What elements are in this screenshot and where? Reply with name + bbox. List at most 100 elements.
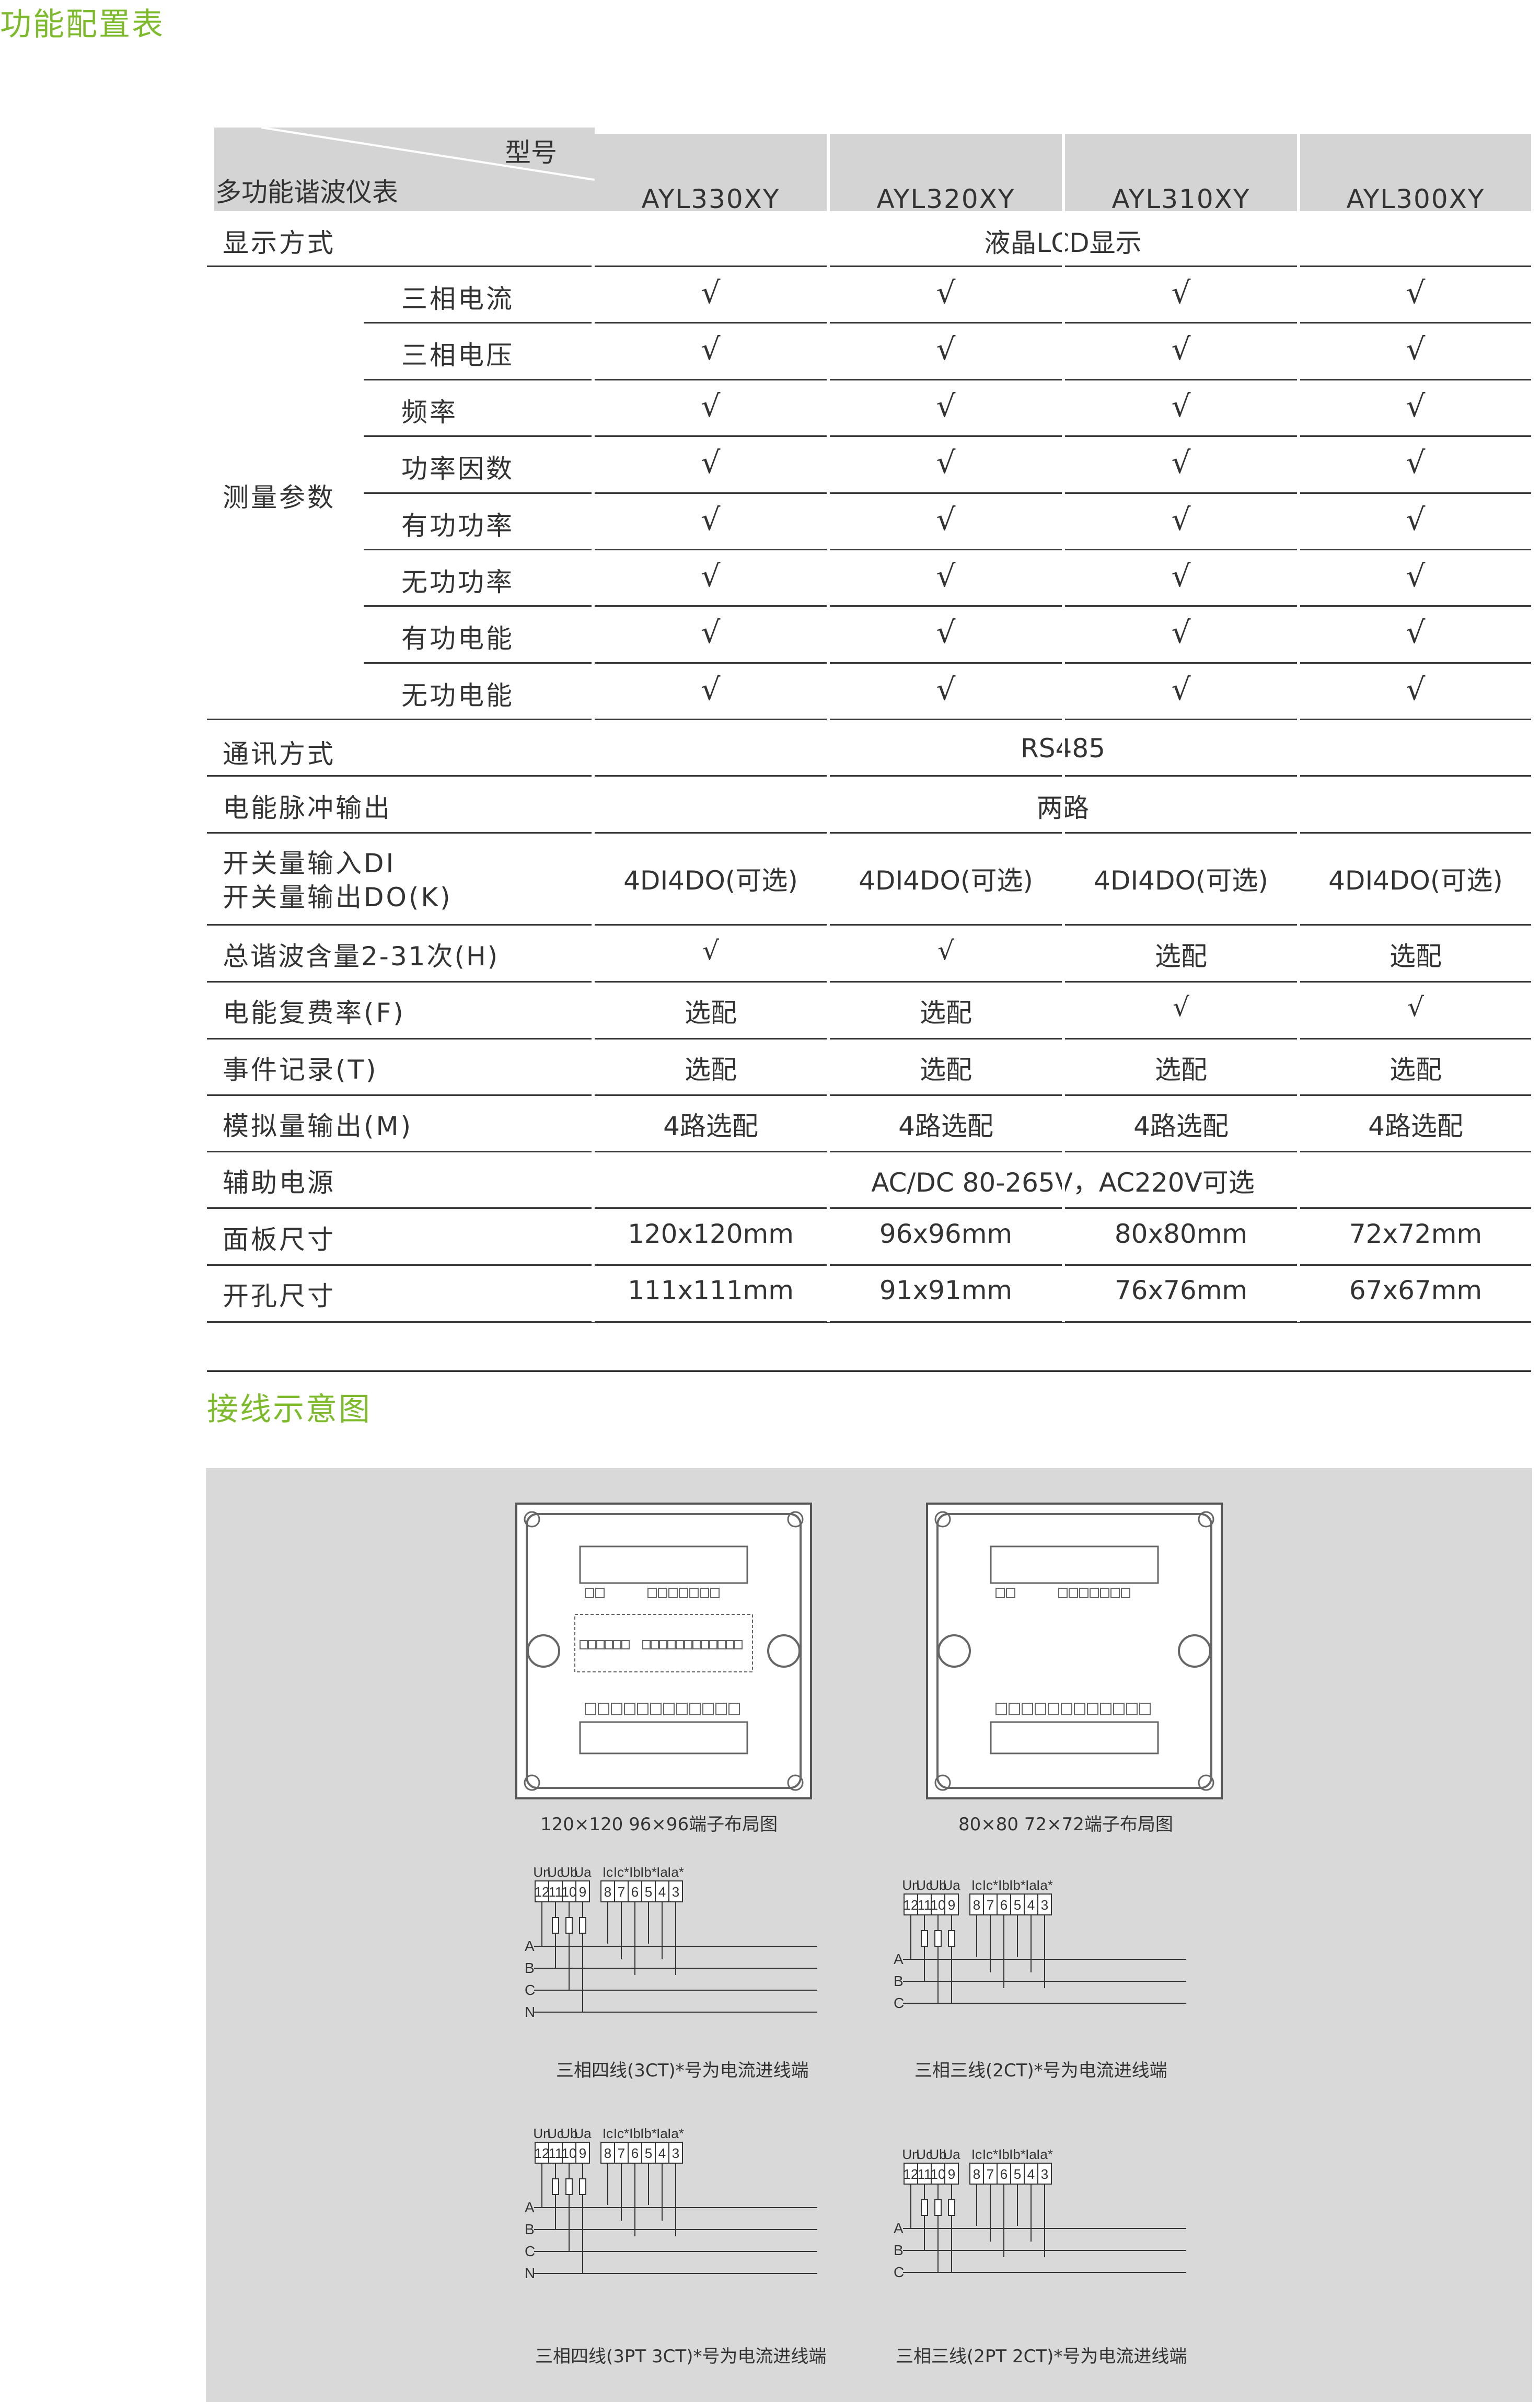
wiring-3-caption: 三相四线(3PT 3CT)*号为电流进线端: [535, 2346, 827, 2367]
event-value: 选配: [1390, 1055, 1442, 1085]
dido-value: 4DI4DO(可选): [859, 865, 1033, 896]
terminal-number: 12: [904, 2166, 919, 2182]
measure-item-label: 有功功率: [401, 510, 514, 541]
cutout-value: 67x67mm: [1349, 1275, 1483, 1306]
page-title: 功能配置表: [0, 6, 165, 43]
layout-large-caption: 120×120 96×96端子布局图: [540, 1814, 778, 1835]
terminal-number: 3: [1041, 2166, 1048, 2182]
phase-label: C: [894, 1995, 904, 2011]
measure-check: √: [1171, 558, 1191, 594]
terminal-number: 8: [973, 1897, 980, 1913]
row-label-analog: 模拟量输出(M): [223, 1111, 413, 1141]
current-label: Ia: [1025, 2146, 1037, 2162]
panel-value: 96x96mm: [879, 1219, 1013, 1249]
terminal-number: 10: [562, 2145, 577, 2161]
terminal-number: 5: [645, 1884, 652, 1900]
measure-check: √: [1171, 615, 1191, 651]
measure-item-label: 无功电能: [401, 680, 514, 711]
measure-check: √: [936, 558, 956, 594]
voltage-label: Ub: [560, 2126, 577, 2141]
measure-check: √: [1171, 331, 1191, 367]
voltage-label: Uc: [547, 1864, 564, 1880]
measure-check: √: [936, 331, 956, 367]
measure-check: √: [701, 501, 721, 537]
measure-check: √: [701, 388, 721, 424]
current-label: Ic*: [613, 2126, 629, 2141]
row-label-panel: 面板尺寸: [223, 1225, 335, 1255]
current-label: Ib: [998, 2146, 1010, 2162]
model-header: AYL320XY: [830, 128, 1062, 214]
voltage-label: Un: [533, 2126, 550, 2141]
current-label: Ia: [656, 2126, 668, 2141]
harmonic-value: √: [937, 936, 954, 966]
voltage-label: Ua: [943, 2146, 960, 2162]
layout-small-caption: 80×80 72×72端子布局图: [958, 1814, 1173, 1835]
current-label: Ic: [971, 1877, 982, 1893]
panel-value: 80x80mm: [1114, 1219, 1248, 1249]
current-label: Ib: [629, 2126, 641, 2141]
phase-label: A: [525, 2199, 535, 2215]
measure-check: √: [1171, 671, 1191, 707]
terminal-number: 9: [579, 2145, 586, 2161]
terminal-number: 6: [1000, 1897, 1008, 1913]
current-label: Ic*: [982, 2146, 998, 2162]
phase-label: N: [525, 2004, 535, 2017]
harmonic-value: √: [702, 936, 719, 966]
wiring-4-caption: 三相三线(2PT 2CT)*号为电流进线端: [896, 2346, 1187, 2367]
phase-label: B: [894, 2242, 904, 2258]
voltage-label: Ua: [574, 1864, 592, 1880]
section-divider: [207, 1370, 1531, 1372]
terminal-number: 8: [604, 1884, 611, 1900]
terminal-layout-large: [515, 1503, 812, 1799]
wiring-title: 接线示意图: [207, 1391, 372, 1428]
current-label: Ib*: [640, 1864, 657, 1880]
measure-check: √: [701, 331, 721, 367]
measure-check: √: [1406, 501, 1426, 537]
measure-item-label: 功率因数: [401, 454, 514, 484]
current-label: Ic: [603, 2126, 613, 2141]
terminal-number: 9: [948, 2166, 955, 2182]
current-label: Ib*: [1009, 1877, 1026, 1893]
terminal-number: 6: [631, 1884, 639, 1900]
voltage-label: Ua: [943, 1877, 960, 1893]
measure-check: √: [1406, 671, 1426, 707]
terminal-number: 11: [549, 2145, 563, 2161]
terminal-number: 7: [618, 1884, 625, 1900]
table-header: 型号 多功能谐波仪表 AYL330XY AYL320XY AYL310XY AY…: [207, 125, 1531, 214]
analog-value: 4路选配: [1133, 1111, 1229, 1141]
voltage-label: Un: [533, 1864, 550, 1880]
measure-check: √: [701, 615, 721, 651]
dido-value: 4DI4DO(可选): [623, 865, 798, 896]
phase-label: A: [894, 2220, 904, 2236]
current-label: Ia*: [1036, 2146, 1053, 2162]
terminal-number: 7: [987, 2166, 994, 2182]
current-label: Ib: [629, 1864, 641, 1880]
phase-label: B: [525, 2221, 535, 2237]
dido-value: 4DI4DO(可选): [1094, 865, 1268, 896]
harmonic-value: 选配: [1390, 941, 1442, 972]
current-label: Ia: [1025, 1877, 1037, 1893]
row-label-harmonic: 总谐波含量2-31次(H): [223, 941, 500, 972]
measure-check: √: [936, 501, 956, 537]
measure-check: √: [1406, 331, 1426, 367]
dido-value: 4DI4DO(可选): [1328, 865, 1503, 896]
voltage-label: Ub: [560, 1864, 577, 1880]
measure-check: √: [1171, 388, 1191, 424]
tariff-value: 选配: [685, 998, 737, 1028]
terminal-number: 4: [658, 2145, 666, 2161]
terminal-number: 8: [604, 2145, 611, 2161]
meter-back-small-graphic: [934, 1511, 1214, 1791]
analog-value: 4路选配: [898, 1111, 993, 1141]
panel-value: 120x120mm: [628, 1219, 794, 1249]
phase-label: A: [525, 1938, 535, 1954]
row-label-di: 开关量输入DI: [223, 848, 396, 879]
event-value: 选配: [685, 1055, 737, 1085]
voltage-label: Ub: [929, 2146, 946, 2162]
terminal-number: 7: [987, 1897, 994, 1913]
measure-check: √: [936, 445, 956, 481]
current-label: Ib: [998, 1877, 1010, 1893]
analog-value: 4路选配: [663, 1111, 758, 1141]
